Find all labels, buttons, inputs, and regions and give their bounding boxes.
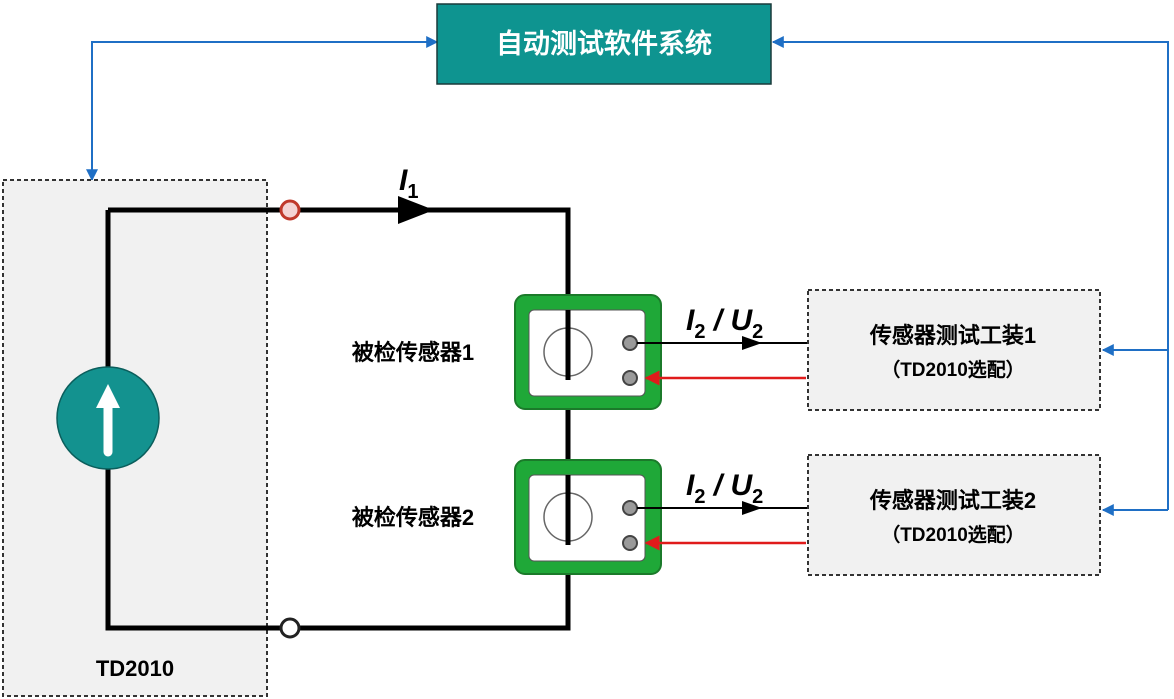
- current-source: [56, 366, 160, 470]
- fixture-2-subtitle: （TD2010选配）: [881, 523, 1025, 546]
- sensor-1-return-terminal: [622, 370, 638, 386]
- software-system-box: 自动测试软件系统: [436, 3, 772, 85]
- signal-label-2: I2 / U2: [686, 469, 763, 508]
- current-source-arrow-icon: [96, 384, 120, 408]
- software-box-label: 自动测试软件系统: [496, 28, 712, 59]
- communication-links: [86, 36, 1169, 516]
- terminal-output-negative: [279, 617, 301, 639]
- terminal-output-positive: [279, 199, 301, 221]
- fixture-2-title: 传感器测试工装2: [869, 488, 1036, 513]
- current-label: I1: [399, 164, 418, 203]
- td2010-label: TD2010: [96, 656, 174, 681]
- fixture-1: 传感器测试工装1 （TD2010选配）: [807, 289, 1101, 411]
- fixture-1-frame: [807, 289, 1101, 411]
- signal-wires: [637, 336, 808, 551]
- sensor-2-return-terminal: [622, 535, 638, 551]
- link-software-to-fixture-bus: [771, 36, 1169, 510]
- sensor-1: 被检传感器1: [352, 294, 662, 410]
- sensor-2: 被检传感器2: [352, 459, 662, 575]
- fixture-2-frame: [807, 454, 1101, 576]
- sensor-1-label: 被检传感器1: [352, 340, 474, 365]
- signal-label-1: I2 / U2: [686, 304, 763, 343]
- signal-arrow-1: [742, 336, 762, 350]
- sensor-2-label: 被检传感器2: [352, 505, 474, 530]
- software-box-frame: [436, 3, 772, 85]
- fixture-1-subtitle: （TD2010选配）: [881, 358, 1025, 381]
- link-software-to-device: [86, 36, 439, 182]
- sensor-1-signal-terminal: [622, 335, 638, 351]
- sensor-2-signal-terminal: [622, 500, 638, 516]
- current-direction-arrow: [398, 196, 434, 224]
- fixture-2: 传感器测试工装2 （TD2010选配）: [807, 454, 1101, 576]
- fixture-1-title: 传感器测试工装1: [869, 323, 1036, 348]
- wire-bottom-left: [105, 468, 280, 631]
- signal-arrow-2: [742, 501, 762, 515]
- wire-bottom-right: [300, 570, 571, 631]
